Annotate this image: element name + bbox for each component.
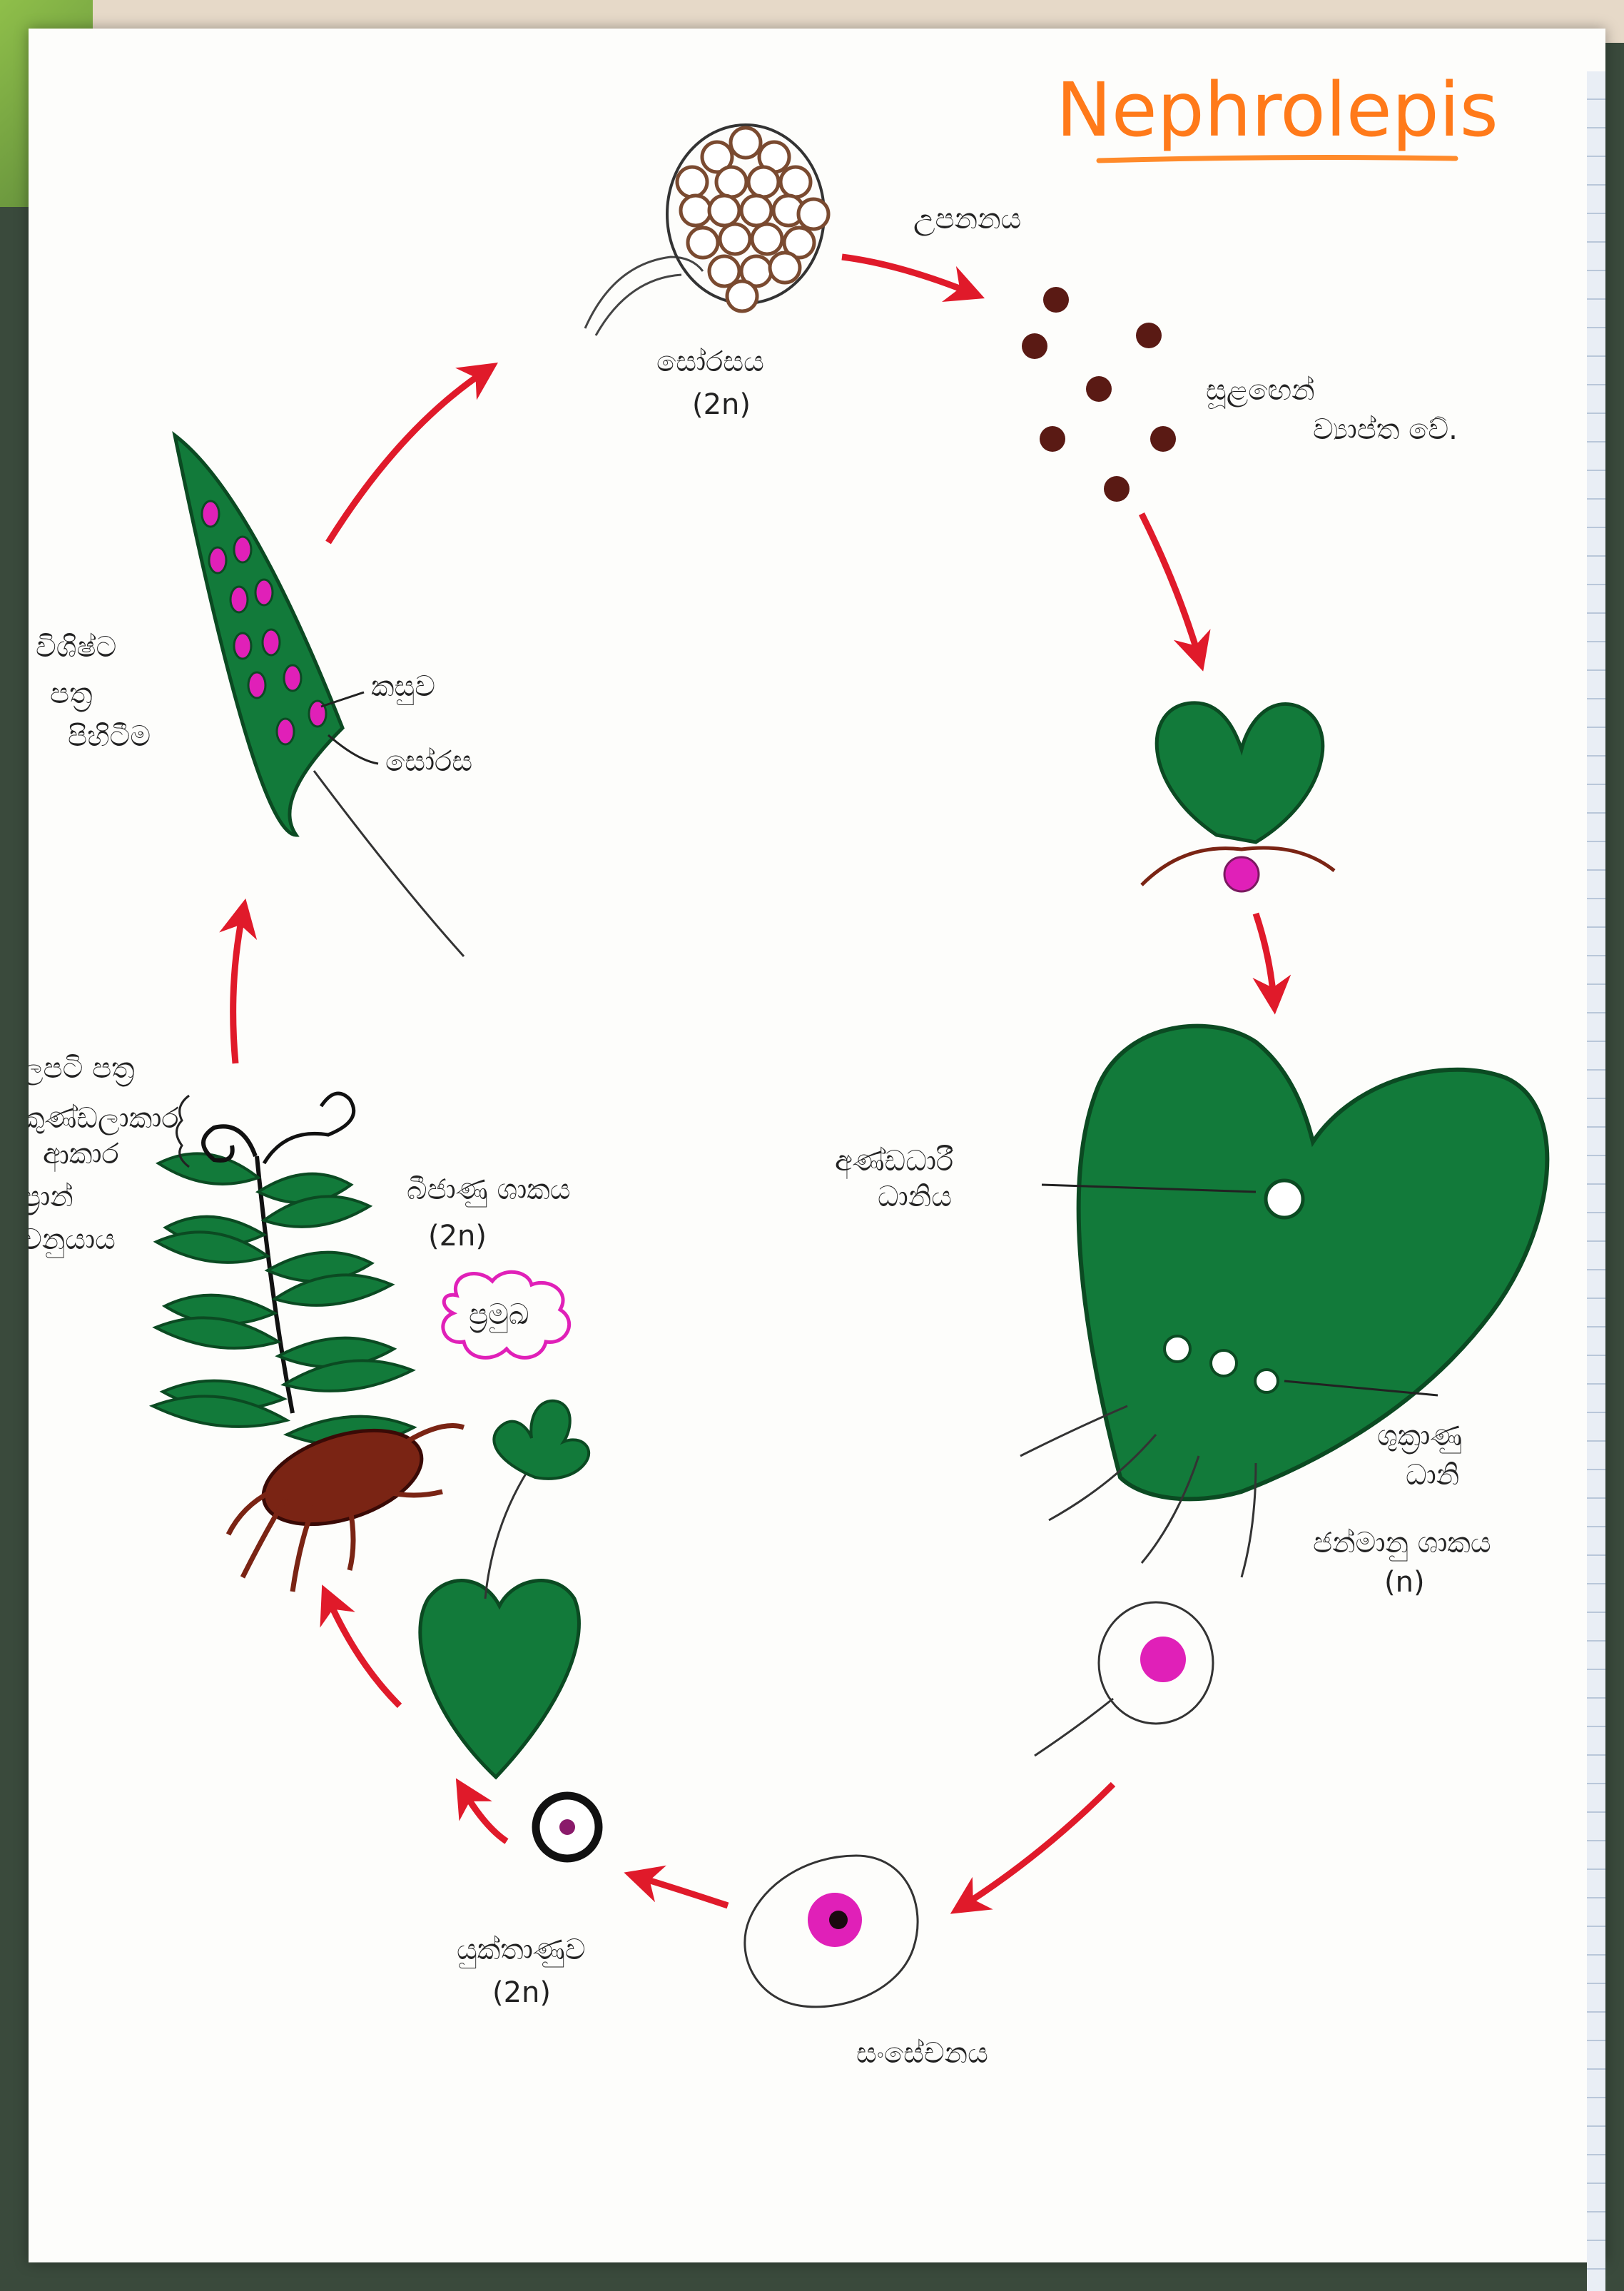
antheridium-1 [1163, 1335, 1192, 1363]
spore [1086, 376, 1112, 402]
sporangium-cell [707, 193, 741, 228]
sorus-label: සෝරසය [656, 345, 764, 378]
sorus-dot [208, 546, 228, 575]
fern-pinna [148, 1395, 291, 1428]
arrow-to-zygote [624, 1865, 729, 1909]
zygote-label: යුක්තාණුව [457, 1933, 586, 1968]
mature-sporophyte-illustration [148, 1091, 465, 1592]
sorus-dot [233, 632, 253, 660]
antheridium-3 [1254, 1368, 1279, 1394]
sporophyte-ploidy-label: (2n) [428, 1220, 487, 1253]
sporangium-cell [778, 165, 813, 199]
sporangium-cell [768, 251, 802, 285]
arrow-sorus-to-spores [841, 253, 985, 303]
arrow-to-mature-sporophyte [320, 1584, 402, 1709]
sorus-dot [261, 628, 281, 657]
spore [1150, 426, 1176, 452]
pinna-with-sori-illustration [172, 430, 465, 958]
spores-cluster [1022, 287, 1176, 502]
spore [1040, 426, 1065, 452]
fern-pinna [155, 1152, 262, 1185]
frond-label-line1: ලපටි පත්‍ර [29, 1052, 135, 1086]
frond-label-line4: ප්‍රාන් [29, 1180, 73, 1215]
fertilization-label: සංසේචනය [856, 2037, 988, 2070]
arrow-pinna-to-sorus [325, 363, 498, 545]
gametophyte-label: ජන්මානු ශාකය [1313, 1527, 1491, 1561]
pinna-label-line1: විශිෂ්ට [36, 631, 116, 664]
sporangium-cell [718, 222, 752, 256]
notebook-edge [1587, 71, 1605, 2291]
zygote-illustration [532, 1791, 603, 1863]
sorus-dot [254, 578, 274, 607]
mature-gametophyte-illustration [1020, 1023, 1550, 1578]
frond-brace [176, 1094, 190, 1168]
fertilization-illustration [744, 1854, 919, 2008]
spore [1104, 476, 1130, 502]
spore [1022, 333, 1047, 359]
sorus-dot [283, 664, 303, 692]
sporangium-cell [746, 165, 781, 199]
pinna-label-line3: පිහිටීම [68, 720, 151, 753]
frond-label-line2: කුණ්ඩලාකාර [29, 1102, 179, 1136]
sporangium-cell [725, 279, 759, 313]
sporangium-cell [796, 197, 831, 231]
archegonium-opening [1264, 1178, 1305, 1220]
spore [1136, 323, 1162, 348]
sporangium-cell [686, 226, 720, 260]
fern-pinna [260, 1195, 373, 1228]
life-cycle-diagram: Nephrolepis සෝරසය (2n) උපනනය සූළඟෙන් ව්‍… [29, 66, 1550, 2070]
sporangium-cell [679, 193, 713, 228]
egg-cell-illustration [1034, 1601, 1214, 1757]
sorus-ploidy-label: (2n) [692, 388, 751, 421]
title-underline [1096, 155, 1458, 163]
fern-pinna [280, 1359, 416, 1392]
spores-label-line2: ව්‍යාප්ත වේ. [1313, 413, 1458, 446]
sporangium-cell [700, 140, 734, 174]
young-sporophyte-illustration [418, 1400, 591, 1780]
fern-pinna [153, 1230, 271, 1264]
page-title: Nephrolepis [1056, 66, 1498, 153]
frond-label-line5: වනුයාය [29, 1223, 116, 1258]
gametophyte-ploidy-label: (n) [1384, 1566, 1425, 1599]
sorus-dot [275, 717, 295, 746]
sporangium-cell [714, 165, 748, 199]
zygote-ploidy-label: (2n) [492, 1976, 551, 2009]
paper-sheet: Nephrolepis සෝරසය (2n) උපනනය සූළඟෙන් ව්‍… [29, 29, 1605, 2291]
spores-label-line1: සූළඟෙන් [1206, 374, 1315, 408]
arrow-to-mature-prothallus [1252, 912, 1291, 1015]
frond-label-line3: ආකාර [43, 1138, 119, 1172]
sporangium-cell [750, 222, 784, 256]
sporangium-cell [707, 254, 741, 288]
fern-pinna [152, 1316, 282, 1350]
sporangium-illustration [584, 123, 831, 336]
sporophyte-label: බීජාණු ශාකය [407, 1173, 570, 1207]
sorus-dot [229, 585, 249, 614]
arrow-spores-to-prothallus [1138, 512, 1211, 672]
sporangium-cell [782, 226, 816, 260]
dehiscence-label: උපනනය [913, 203, 1021, 236]
sorus-dot [201, 500, 220, 528]
antheridia-label-line1: ශුක්‍රාණු [1377, 1420, 1462, 1454]
dominant-badge-cloud [441, 1270, 571, 1360]
sporophyte-dominant-label: ප්‍රමුඛ [469, 1298, 529, 1332]
sori-label: සෝරස [385, 745, 472, 778]
arrow-to-fertilization [950, 1781, 1116, 1914]
pinna-label-line2: පත්‍ර [50, 677, 93, 712]
sporangium-cell [729, 126, 763, 160]
spore [1043, 287, 1069, 313]
antheridia-label-line2: ධානි [1406, 1459, 1459, 1492]
arrow-to-young-sporophyte [455, 1778, 509, 1844]
sporangium-cell [739, 193, 773, 228]
archegonium-label-line2: ධානිය [878, 1180, 952, 1213]
antheridium-2 [1209, 1349, 1238, 1377]
young-prothallus-illustration [1140, 701, 1336, 893]
archegonium-label-line1: අණ්ඩධාරී [835, 1145, 953, 1179]
indusium-label: කසුව [371, 670, 435, 704]
sorus-dot [233, 535, 253, 564]
sporangium-cell [675, 165, 709, 199]
arrow-to-pinna [219, 898, 258, 1064]
sorus-dot [247, 671, 267, 699]
fern-pinna [271, 1273, 395, 1307]
